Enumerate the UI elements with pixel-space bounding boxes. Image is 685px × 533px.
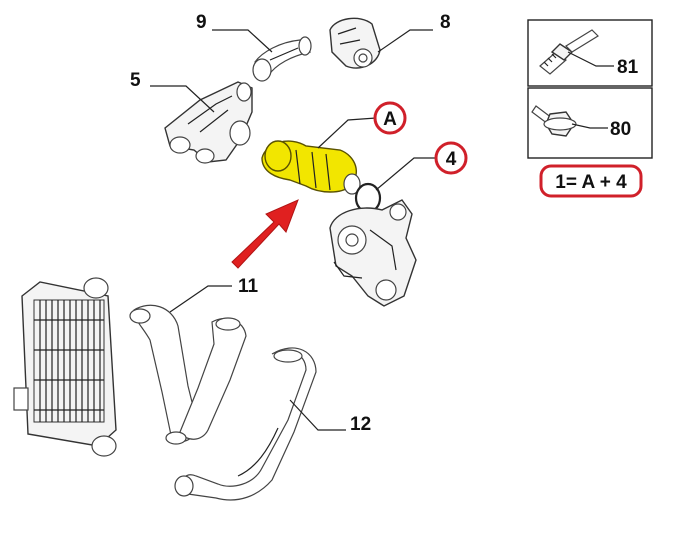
part-11-hose: [129, 304, 247, 445]
callout-12: 12: [350, 414, 371, 435]
leader-12: [289, 399, 346, 431]
part-81-stud-bolt: [539, 29, 599, 75]
turbocharger-assembly: [329, 199, 417, 307]
part-80-flange-bolt: [531, 105, 577, 137]
callout-8: 8: [440, 12, 451, 33]
part-12-hose: [174, 347, 317, 501]
part-A-highlighted-hose: [261, 140, 361, 195]
direction-arrow: [231, 199, 299, 269]
leader-81: [567, 51, 614, 67]
part-8-throttle-body: [329, 17, 381, 69]
leader-9: [212, 29, 273, 53]
callout-81: 81: [617, 57, 639, 78]
part-5-intake-pipe: [164, 81, 253, 164]
callout-80: 80: [610, 119, 631, 140]
callout-A-ring: [373, 101, 407, 135]
callout-5: 5: [130, 70, 141, 91]
formula-text: 1= A + 4: [555, 172, 627, 193]
callout-11: 11: [238, 276, 259, 297]
intercooler-radiator: [13, 277, 117, 457]
leader-8: [377, 29, 433, 53]
formula-box: [539, 164, 643, 198]
callout-4: 4: [446, 149, 457, 170]
leader-80: [571, 123, 608, 129]
leader-5: [150, 85, 215, 113]
leader-A: [317, 117, 377, 149]
callout-4-ring: [434, 141, 468, 175]
part-9-hose-elbow: [252, 36, 312, 82]
leader-11: [169, 285, 232, 313]
callout-9: 9: [196, 12, 207, 33]
callout-A: A: [383, 109, 397, 130]
leader-4: [375, 157, 436, 191]
